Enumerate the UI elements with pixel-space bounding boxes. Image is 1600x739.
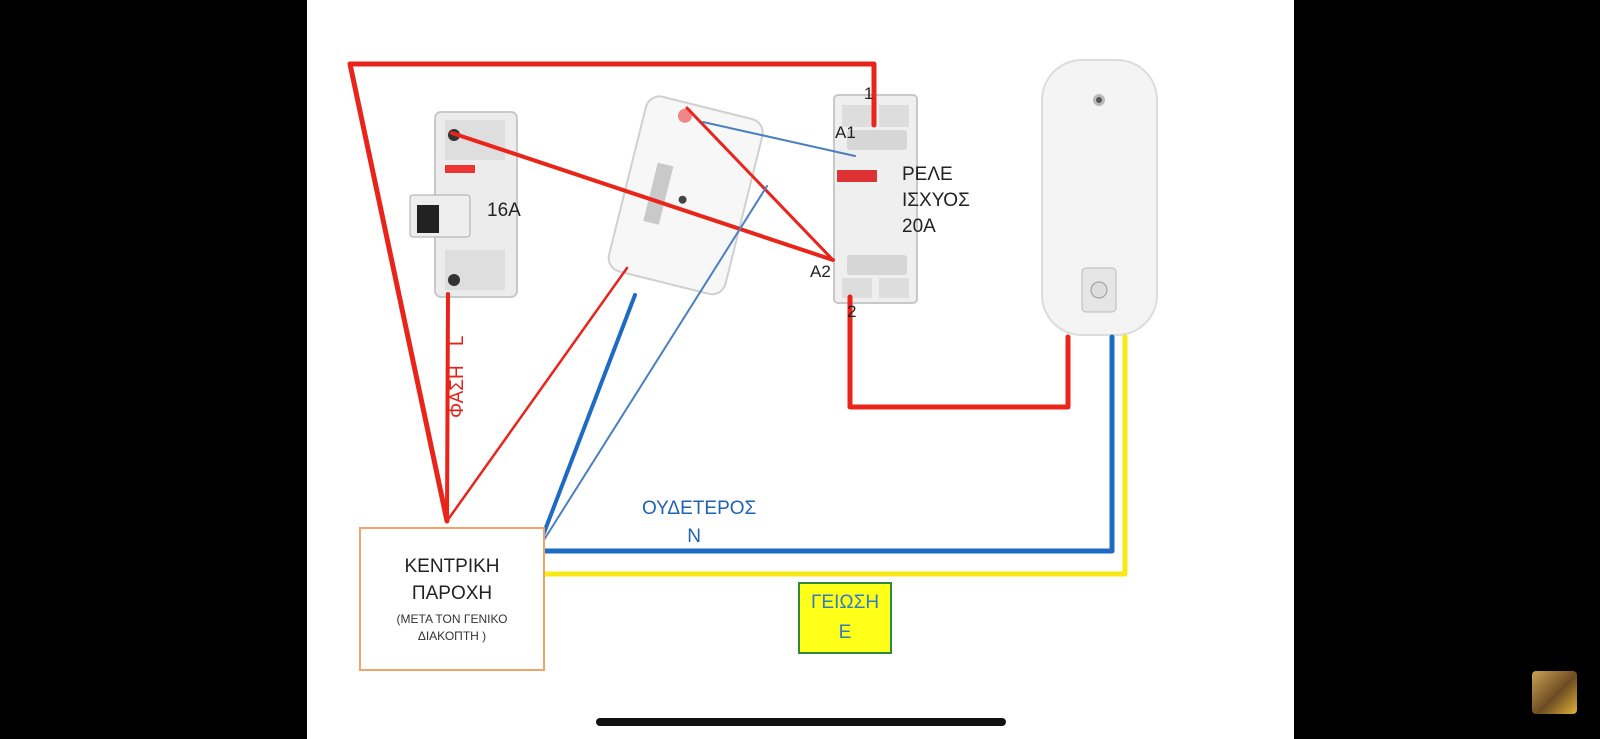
terminal-a2-label: A2 — [810, 262, 831, 281]
relay-label: ΡΕΛΕ ΙΣΧΥΟΣ 20A — [902, 162, 970, 240]
power-relay — [833, 94, 918, 304]
terminal-a1-label: A1 — [835, 123, 856, 142]
supply-title-line1: ΚΕΝΤΡΙΚΗ — [404, 556, 500, 577]
water-heater — [1041, 59, 1158, 336]
wiring-diagram — [347, 59, 1158, 577]
earth-label-box: ΓΕΙΩΣΗ E — [798, 582, 892, 654]
neutral-text: ΟΥΔΕΤΕΡΟΣ — [642, 498, 757, 519]
relay-label-line2: ΙΣΧΥΟΣ — [902, 190, 970, 211]
neutral-wiring — [534, 121, 1115, 554]
relay-label-line3: 20A — [902, 216, 936, 237]
main-supply-box: ΚΕΝΤΡΙΚΗ ΠΑΡΟΧΗ (ΜΕΤΑ ΤΟΝ ΓΕΝΙΚΟ ΔΙΑΚΟΠΤ… — [359, 527, 545, 671]
supply-note-line2: ΔΙΑΚΟΠΤΗ ) — [417, 629, 487, 643]
relay-label-line1: ΡΕΛΕ — [902, 164, 953, 185]
phase-label: ΦΑΣΗ L — [447, 335, 469, 418]
phase-wiring — [347, 61, 1071, 524]
neutral-label: ΟΥΔΕΤΕΡΟΣ N — [642, 495, 756, 551]
phase-text: ΦΑΣΗ — [447, 365, 468, 418]
terminal-1-label: 1 — [864, 84, 874, 103]
diagram-slide: 1 A1 A2 2 ΡΕΛΕ ΙΣΧΥΟΣ 20A 16A ΦΑΣΗ L ΟΥΔ… — [307, 0, 1294, 739]
home-indicator-bar[interactable] — [596, 718, 1006, 726]
circuit-breaker — [409, 111, 518, 298]
phase-symbol: L — [447, 335, 468, 346]
earth-wiring — [534, 334, 1128, 577]
breaker-rating-label: 16A — [487, 200, 521, 221]
terminal-2-label: 2 — [847, 302, 857, 321]
user-avatar-thumbnail[interactable] — [1532, 671, 1577, 714]
supply-title-line2: ΠΑΡΟΧΗ — [411, 583, 493, 604]
wifi-switch-module — [607, 95, 764, 296]
supply-note-line1: (ΜΕΤΑ ΤΟΝ ΓΕΝΙΚΟ — [396, 612, 508, 626]
neutral-symbol: N — [687, 526, 701, 547]
earth-symbol: E — [838, 622, 852, 643]
earth-text: ΓΕΙΩΣΗ — [810, 592, 880, 613]
